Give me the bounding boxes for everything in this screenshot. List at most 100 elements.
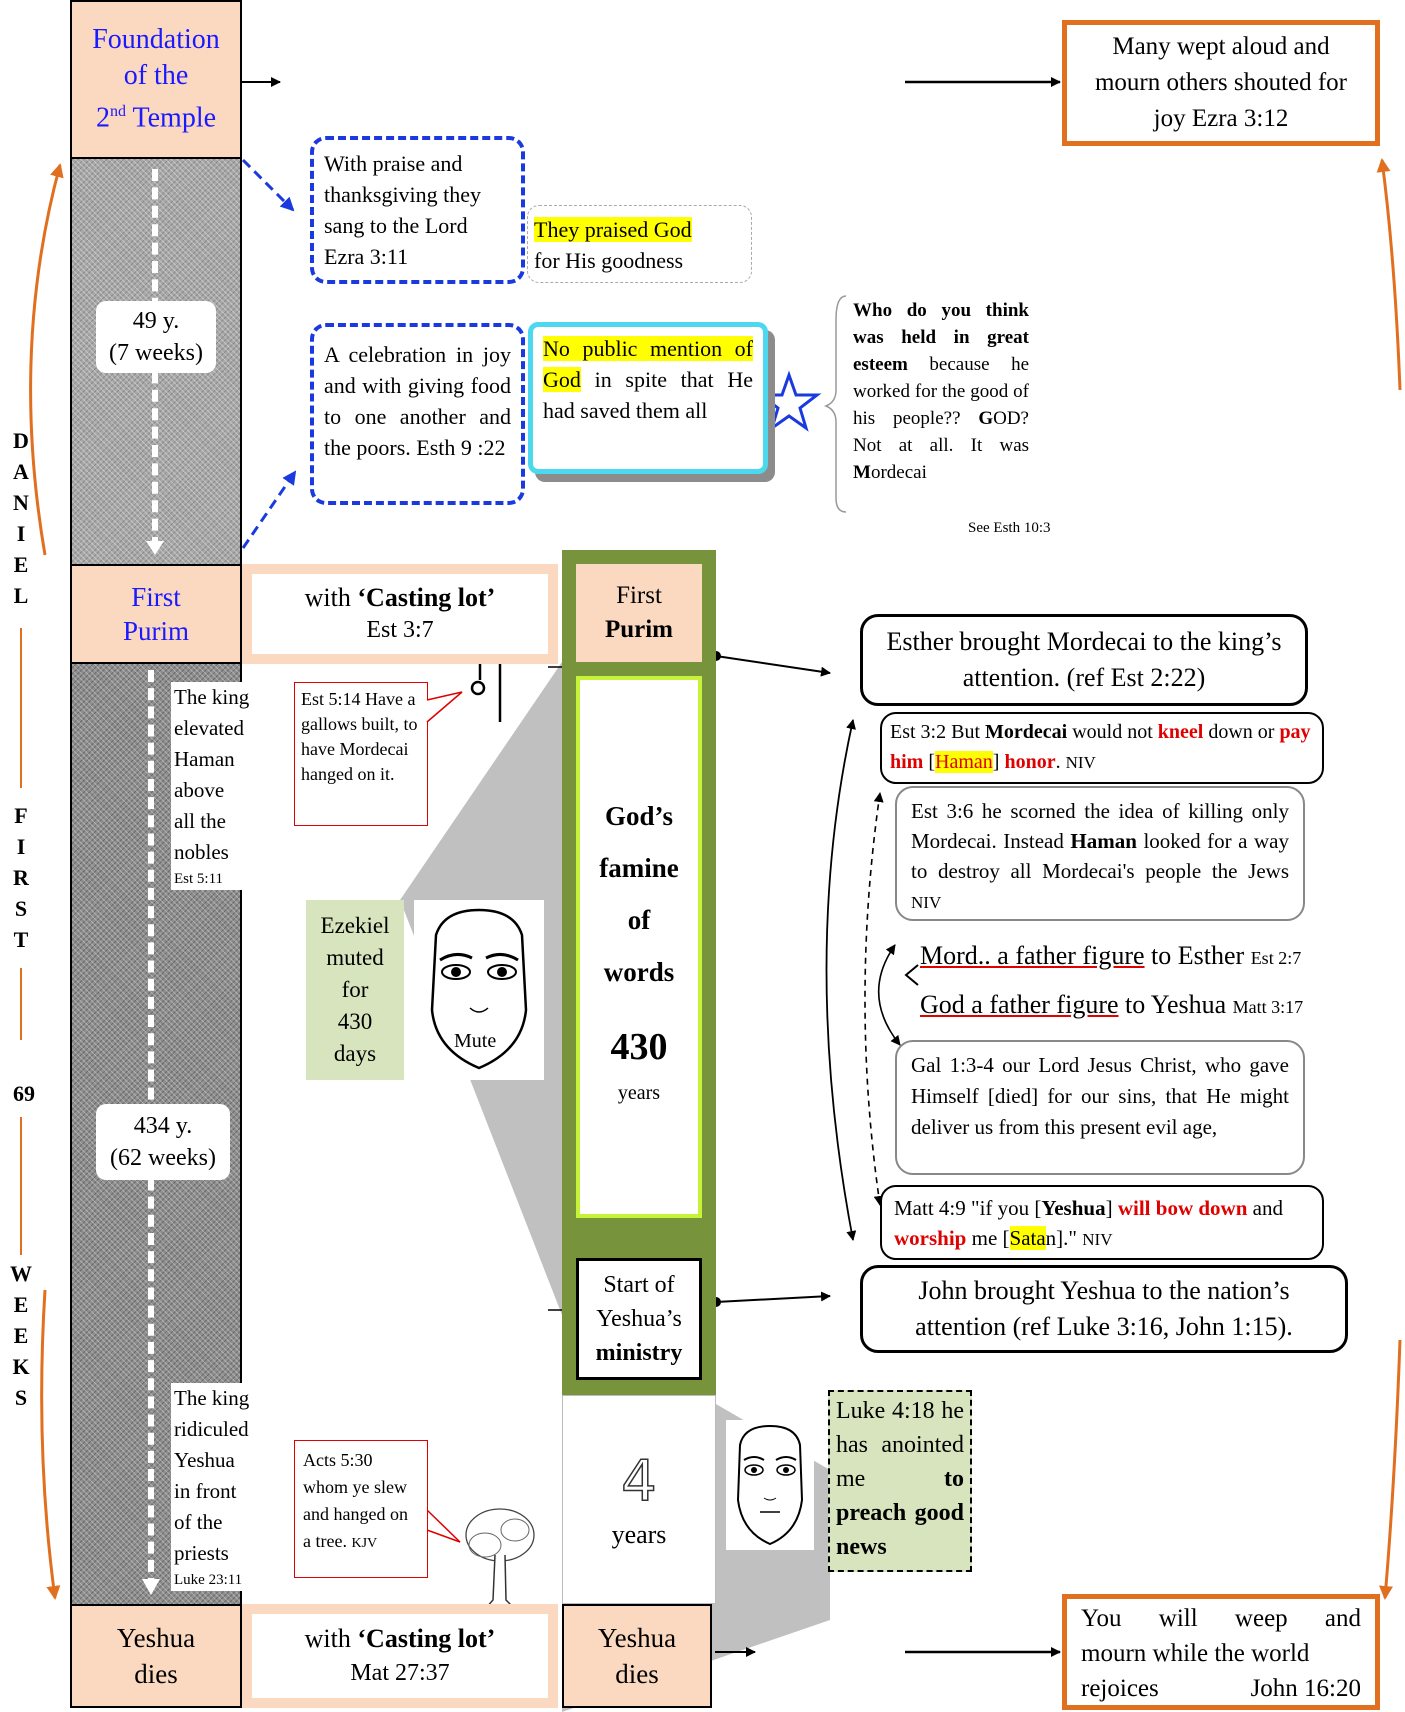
matt49-part: n]." <box>1045 1226 1083 1250</box>
est36-part: NIV <box>911 893 942 912</box>
foundation-line1: Foundation <box>92 24 220 56</box>
face-icon <box>430 908 528 1070</box>
ezekiel-line: Ezekiel <box>320 913 390 938</box>
vertical-letter: S <box>14 1385 28 1410</box>
king-haman-line: elevated <box>174 716 244 740</box>
matt49-part: and <box>1247 1196 1283 1220</box>
matt49-part: Yeshua <box>1041 1196 1106 1220</box>
who-esteem-m: M <box>853 462 871 483</box>
famine-box: God’s famine of words 430 years <box>576 676 702 1218</box>
king-yeshua-line: in front <box>174 1479 237 1503</box>
wept-text: Many wept aloud and mourn others shouted… <box>1094 33 1348 132</box>
weep-line1: You will weep and <box>1081 1605 1361 1632</box>
first-purim-box: First Purim <box>70 564 242 664</box>
center-dies: dies <box>615 1659 659 1689</box>
weep-line2: mourn while the world <box>1081 1640 1310 1667</box>
father1-underlined: Mord.. a father figure <box>920 941 1145 970</box>
king-yeshua-line: The king <box>174 1386 250 1410</box>
foundation-sup: nd <box>109 103 126 121</box>
king-yeshua-text: The king ridiculed Yeshua in front of th… <box>171 1383 269 1591</box>
casting-lot-top-ref: Est 3:7 <box>366 617 434 643</box>
vertical-letter: F <box>14 803 28 828</box>
gallows-callout: Est 5:14 Have a gallows built, to have M… <box>294 682 428 826</box>
start-ministry-box: Start of Yeshua’s ministry <box>576 1258 702 1380</box>
famine-line1: God’s <box>604 800 673 831</box>
casting-lot-top: with ‘Casting lot’ Est 3:7 <box>242 564 558 664</box>
first-purim-line2: Purim <box>122 616 189 646</box>
est36-part: Haman <box>1070 829 1137 853</box>
king-haman-text: The king elevated Haman above all the no… <box>171 682 251 890</box>
famine-430: 430 <box>610 1025 668 1068</box>
est32-part: kneel <box>1157 721 1204 743</box>
acts-callout: Acts 5:30 whom ye slew and hanged on a t… <box>294 1440 428 1578</box>
praised-god-rest: for His goodness <box>534 248 684 273</box>
ezekiel-box: Ezekiel muted for 430 days <box>306 900 404 1080</box>
king-haman-line: nobles <box>174 840 229 864</box>
foundation-ordinal: 2 <box>95 102 110 134</box>
center-first: First <box>616 582 662 609</box>
orange-arrow-right-down <box>1379 1339 1402 1600</box>
foundation-line2: of the <box>123 60 189 92</box>
foundation-temple-box: Foundation of the 2nd Temple <box>70 0 242 159</box>
center-yeshua: Yeshua <box>597 1623 677 1653</box>
vertical-letter: S <box>14 896 28 921</box>
orange-arrow-left-down <box>40 1289 61 1600</box>
father-line-2: God a father figure to Yeshua Matt 3:17 <box>920 987 1405 1025</box>
esther-text: Esther brought Mordecai to the king’s at… <box>886 627 1282 692</box>
king-haman-line: above <box>174 778 225 802</box>
period-49-weeks: (7 weeks) <box>109 340 203 366</box>
king-yeshua-line: Yeshua <box>174 1448 235 1472</box>
est32-part: Est 3:2 But <box>890 721 986 743</box>
celebration-box: A celebration in joy and with giving foo… <box>310 323 525 505</box>
weep-line3a: rejoices <box>1081 1675 1159 1702</box>
est32-part: Mordecai <box>985 721 1068 743</box>
tree-icon <box>465 1508 535 1609</box>
ezekiel-line: 430 <box>337 1009 373 1034</box>
four-years-box: 4 years <box>562 1395 716 1604</box>
est32-part: honor <box>1004 751 1056 773</box>
est32-part: NIV <box>1065 753 1096 772</box>
famine-line4: words <box>603 956 675 987</box>
who-esteem-text: Who do you think was held in great estee… <box>853 297 1029 486</box>
father2-underlined: God a father figure <box>920 990 1119 1019</box>
est32-part: [ <box>923 751 936 773</box>
king-yeshua-line: of the <box>174 1510 223 1534</box>
casting-lot-bottom-bold: ‘Casting lot’ <box>357 1624 496 1653</box>
praise-text: With praise and thanksgiving they sang t… <box>324 151 482 269</box>
vertical-letter: E <box>13 1292 29 1317</box>
casting-lot-bottom: with ‘Casting lot’ Mat 27:37 <box>242 1604 558 1708</box>
period-434-years: 434 y. <box>133 1113 193 1139</box>
start-line1: Start of <box>603 1272 675 1298</box>
king-haman-line: all the <box>174 809 226 833</box>
ezekiel-line: days <box>333 1041 377 1066</box>
center-yeshua-dies: Yeshua dies <box>562 1604 712 1708</box>
father1-ref: Est 2:7 <box>1250 948 1302 968</box>
matt49-part: me [ <box>966 1226 1010 1250</box>
matt49-part: Sata <box>1009 1226 1046 1250</box>
john-box: John brought Yeshua to the nation’s atte… <box>860 1265 1348 1353</box>
vertical-label-weeks: W E E K S <box>6 1258 36 1413</box>
est36-part: looked for a way to destroy all Mordecai… <box>911 829 1290 883</box>
est32-part: pay him <box>890 721 1311 773</box>
vertical-letter: K <box>12 1354 30 1379</box>
vertical-letter: T <box>13 927 29 952</box>
orange-arrow-right-up <box>1376 158 1402 391</box>
king-yeshua-ref: Luke 23:11 <box>174 1572 243 1588</box>
acts-kjv: KJV <box>351 1536 378 1551</box>
start-line3: ministry <box>595 1340 683 1366</box>
est32-part: Haman <box>935 751 993 773</box>
vertical-letter: E <box>13 552 29 577</box>
luke-box: Luke 4:18 he has anointed me to preach g… <box>828 1390 972 1572</box>
start-line2: Yeshua’s <box>596 1306 682 1332</box>
luke-text: Luke 4:18 he has anointed me <box>836 1398 964 1492</box>
weep-box: You will weep and mourn while the world … <box>1062 1594 1380 1710</box>
four-years: years <box>611 1519 667 1549</box>
est36-part: Est 3:6 he scorned the idea of killing o… <box>911 799 1289 853</box>
praised-god-box: They praised God for His goodness <box>527 205 752 283</box>
vertical-letter: N <box>13 490 29 515</box>
vertical-letter: E <box>13 1323 29 1348</box>
gal-text: Gal 1:3-4 our Lord Jesus Christ, who gav… <box>911 1053 1289 1139</box>
ezekiel-line: muted <box>326 945 384 970</box>
no-mention-box: No public mention of God in spite that H… <box>528 322 768 474</box>
yeshua-dies-left-line2: dies <box>134 1659 178 1689</box>
